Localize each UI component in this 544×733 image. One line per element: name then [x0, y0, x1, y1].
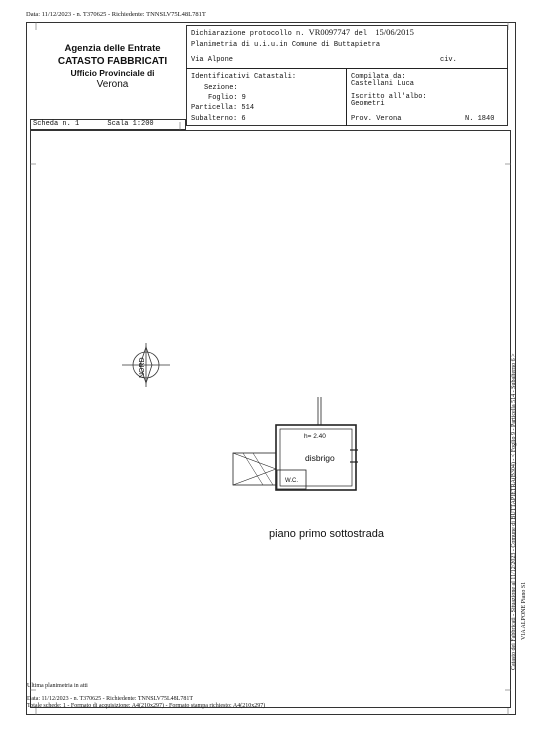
north-label: NORD	[139, 350, 153, 380]
floor-plan	[232, 397, 358, 491]
north-compass-icon	[122, 343, 170, 387]
compilata-label: Compilata da:	[351, 73, 406, 81]
planimetria-title: Planimetria di u.i.u.in Comune di Buttap…	[191, 41, 381, 49]
agency-ufficio: Ufficio Provinciale di	[70, 68, 155, 78]
particella-value: 514	[241, 104, 255, 112]
foglio-value: 9	[241, 94, 246, 102]
side-text-address: VIA ALPONE Piano S1	[521, 581, 527, 640]
room-label-wc: W.C.	[285, 478, 298, 484]
protocol-row: Dichiarazione protocollo n. VR0097747 de…	[191, 27, 414, 38]
civ-label: civ.	[440, 56, 457, 64]
address: Via Alpone	[191, 56, 234, 64]
identifiers-title: Identificativi Catastali:	[191, 73, 297, 81]
protocol-number: VR0097747	[308, 27, 351, 37]
subalterno-value: 6	[241, 115, 246, 123]
foglio-label: Foglio:	[208, 94, 238, 102]
particella-row: Particella: 514	[191, 104, 254, 112]
header-table	[186, 25, 508, 126]
floor-label: piano primo sottostrada	[269, 528, 384, 540]
prov-value: Prov. Verona	[351, 115, 402, 123]
sezione-label: Sezione:	[204, 84, 238, 92]
protocol-del: del	[354, 30, 367, 38]
header-col-divider	[346, 68, 347, 126]
sezione-row: Sezione:	[204, 84, 238, 92]
drawing-area	[30, 130, 511, 708]
height-label: h= 2.40	[304, 433, 326, 440]
compilata-name: Castellani Luca	[351, 80, 415, 88]
protocol-label: Dichiarazione protocollo n.	[191, 30, 305, 38]
side-text-cadastre: Catasto dei Fabbricati - Situazione al 1…	[511, 353, 517, 670]
frame-ticks	[30, 22, 511, 715]
room-label-disbrigo: disbrigo	[305, 453, 335, 463]
particella-label: Particella:	[191, 104, 238, 112]
top-request-info: Data: 11/12/2023 - n. T370625 - Richiede…	[26, 11, 206, 18]
protocol-date: 15/06/2015	[375, 27, 414, 37]
sheet-frame	[26, 22, 516, 715]
ultima-planimetria: Ultima planimetria in atti	[27, 683, 88, 689]
north-label-text: NORD	[139, 357, 146, 378]
agency-name: Agenzia delle Entrate	[64, 43, 161, 54]
albo-value: Geometri	[351, 100, 385, 108]
iscritto-label: Iscritto all'albo:	[351, 93, 427, 101]
agency-catasto: CATASTO FABBRICATI	[57, 56, 168, 67]
agency-city: Verona	[96, 79, 129, 90]
scala-label: Scala 1:200	[107, 120, 154, 128]
bottom-data: Data: 11/12/2023 - n. T370625 - Richiede…	[27, 696, 193, 702]
registration-number: N. 1840	[465, 115, 495, 123]
scheda-box: Scheda n. 1 Scala 1:200	[30, 119, 186, 130]
scheda-label: Scheda n. 1	[33, 120, 80, 128]
subalterno-row: Subalterno: 6	[191, 115, 246, 123]
header-divider	[186, 68, 508, 69]
foglio-row: Foglio: 9	[208, 94, 246, 102]
subalterno-label: Subalterno:	[191, 115, 238, 123]
bottom-totale: Totale schede: 1 - Formato di acquisizio…	[27, 703, 266, 709]
